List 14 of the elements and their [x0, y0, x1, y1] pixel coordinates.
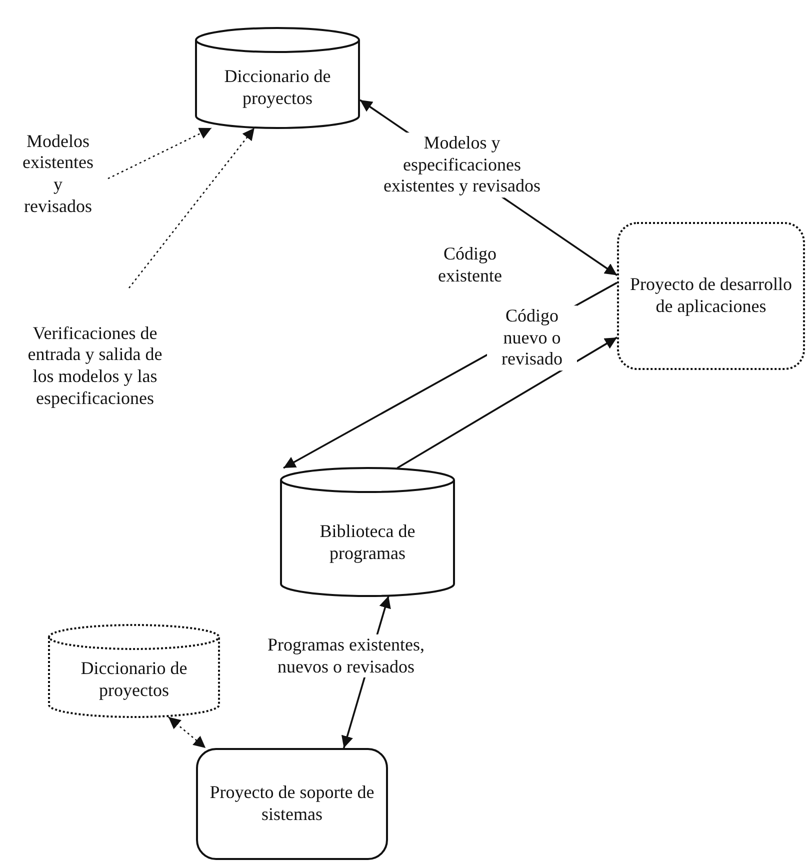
- arrow: [168, 716, 206, 748]
- node-label: Proyecto de desarrollo de aplicaciones: [629, 274, 793, 318]
- arrow: [128, 128, 255, 288]
- arrow: [396, 336, 618, 469]
- node-label: Biblioteca de programas: [318, 521, 416, 565]
- process-box: [617, 222, 805, 370]
- process-box: [196, 748, 388, 860]
- annotation-text: Verificaciones de entrada y salida de los modelos y las especificaciones: [26, 322, 164, 410]
- node-label: Diccionario de proyectos: [80, 658, 188, 702]
- node-label: Proyecto de soporte de sistemas: [208, 782, 376, 826]
- annotation-text: Modelos existentes y revisados: [22, 130, 94, 218]
- edge-label: Código nuevo o revisado: [487, 306, 577, 370]
- arrow: [108, 127, 212, 180]
- node-label: Diccionario de proyectos: [223, 66, 332, 110]
